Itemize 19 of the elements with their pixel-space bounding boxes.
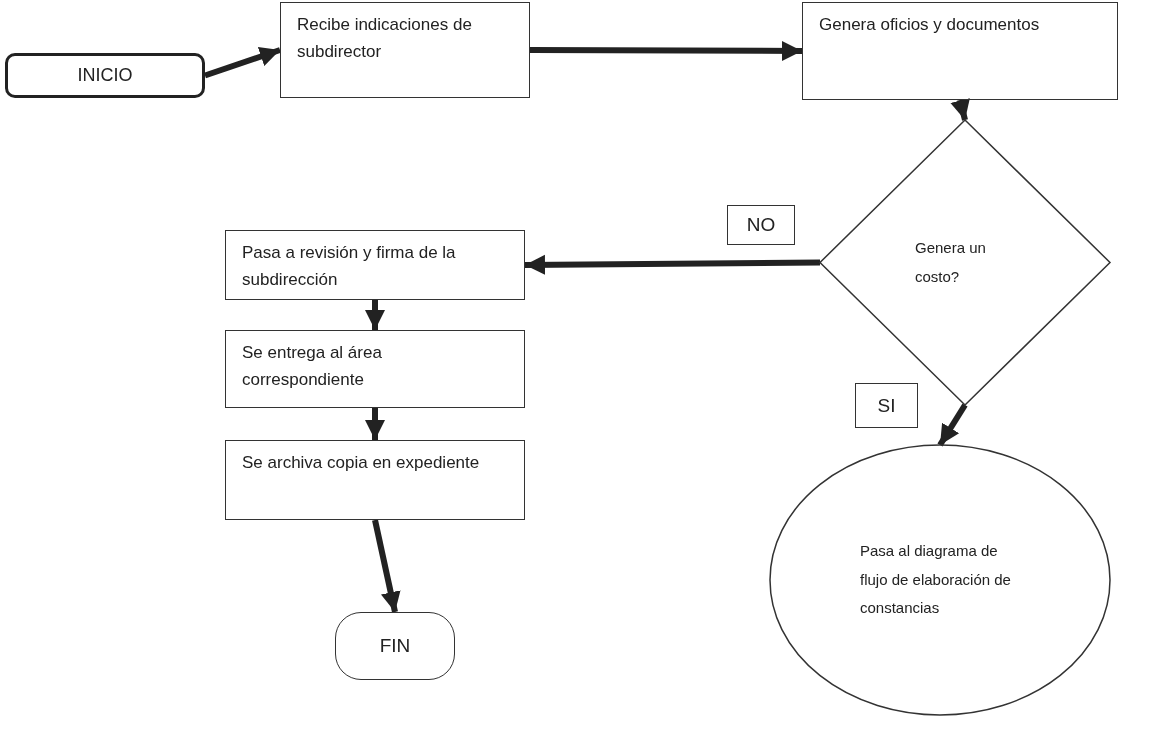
arrow — [937, 403, 968, 447]
node-text: Genera un costo? — [915, 238, 987, 287]
arrow — [365, 408, 385, 440]
arrow — [524, 254, 821, 275]
end-terminal: FIN — [335, 612, 455, 680]
edge-label: SI — [855, 383, 918, 428]
arrow — [365, 300, 385, 330]
process-box: Se archiva copia en expediente — [225, 440, 525, 520]
process-box: Genera oficios y documentos — [802, 2, 1118, 100]
edge-label: NO — [727, 205, 795, 245]
arrow — [950, 98, 970, 121]
process-box: Pasa a revisión y firma de la subdirección — [225, 230, 525, 300]
process-box: Se entrega al área correspondiente — [225, 330, 525, 408]
arrow — [372, 519, 401, 613]
node-text: Pasa al diagrama de flujo de elaboración de constancias — [860, 541, 1012, 619]
arrow — [204, 46, 281, 79]
start-terminal: INICIO — [5, 53, 205, 98]
process-box: Recibe indicaciones de subdirector — [280, 2, 530, 98]
arrow — [530, 40, 802, 61]
